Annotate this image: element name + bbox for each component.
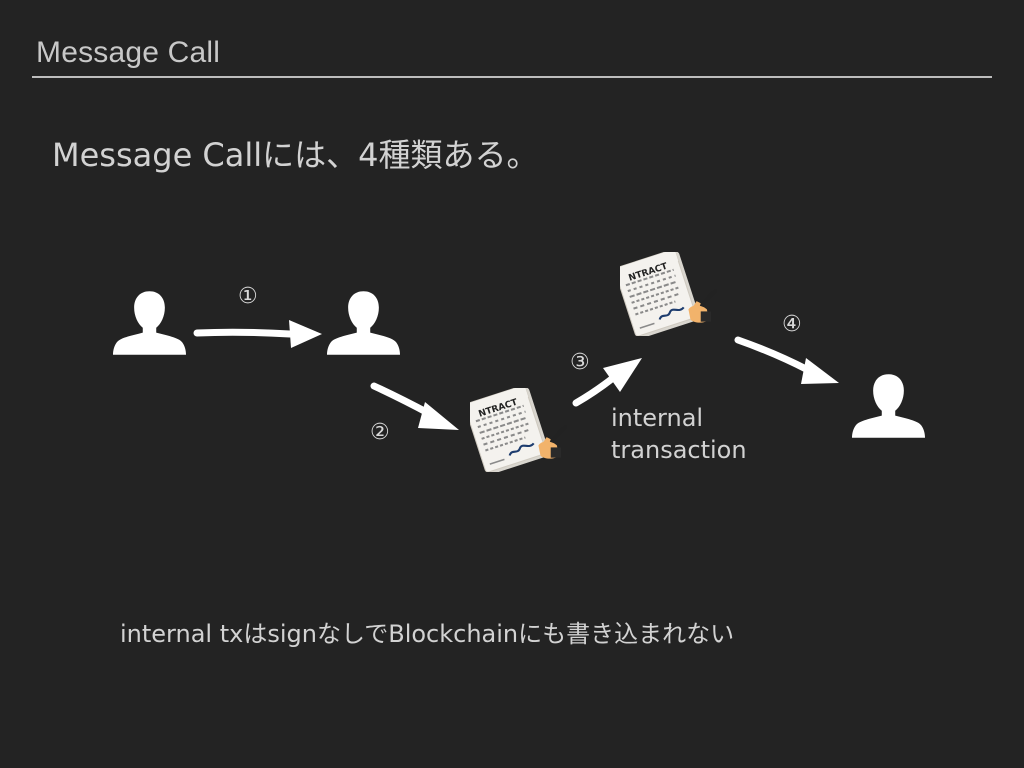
arrow-4: [738, 340, 839, 384]
internal-transaction-label: internal transaction: [611, 402, 747, 466]
arrow-1: [197, 320, 322, 348]
step-label-2: ②: [370, 420, 390, 445]
step-label-3: ③: [570, 350, 590, 375]
step-label-1: ①: [238, 284, 258, 309]
user-icon: [327, 291, 400, 354]
bottom-note: internal txはsignなしでBlockchainにも書き込まれない: [120, 614, 734, 649]
internal-transaction-label-line1: internal: [611, 402, 747, 434]
internal-transaction-label-line2: transaction: [611, 434, 747, 466]
user-icon: [113, 291, 186, 354]
step-label-4: ④: [782, 312, 802, 337]
user-icon: [852, 374, 925, 437]
